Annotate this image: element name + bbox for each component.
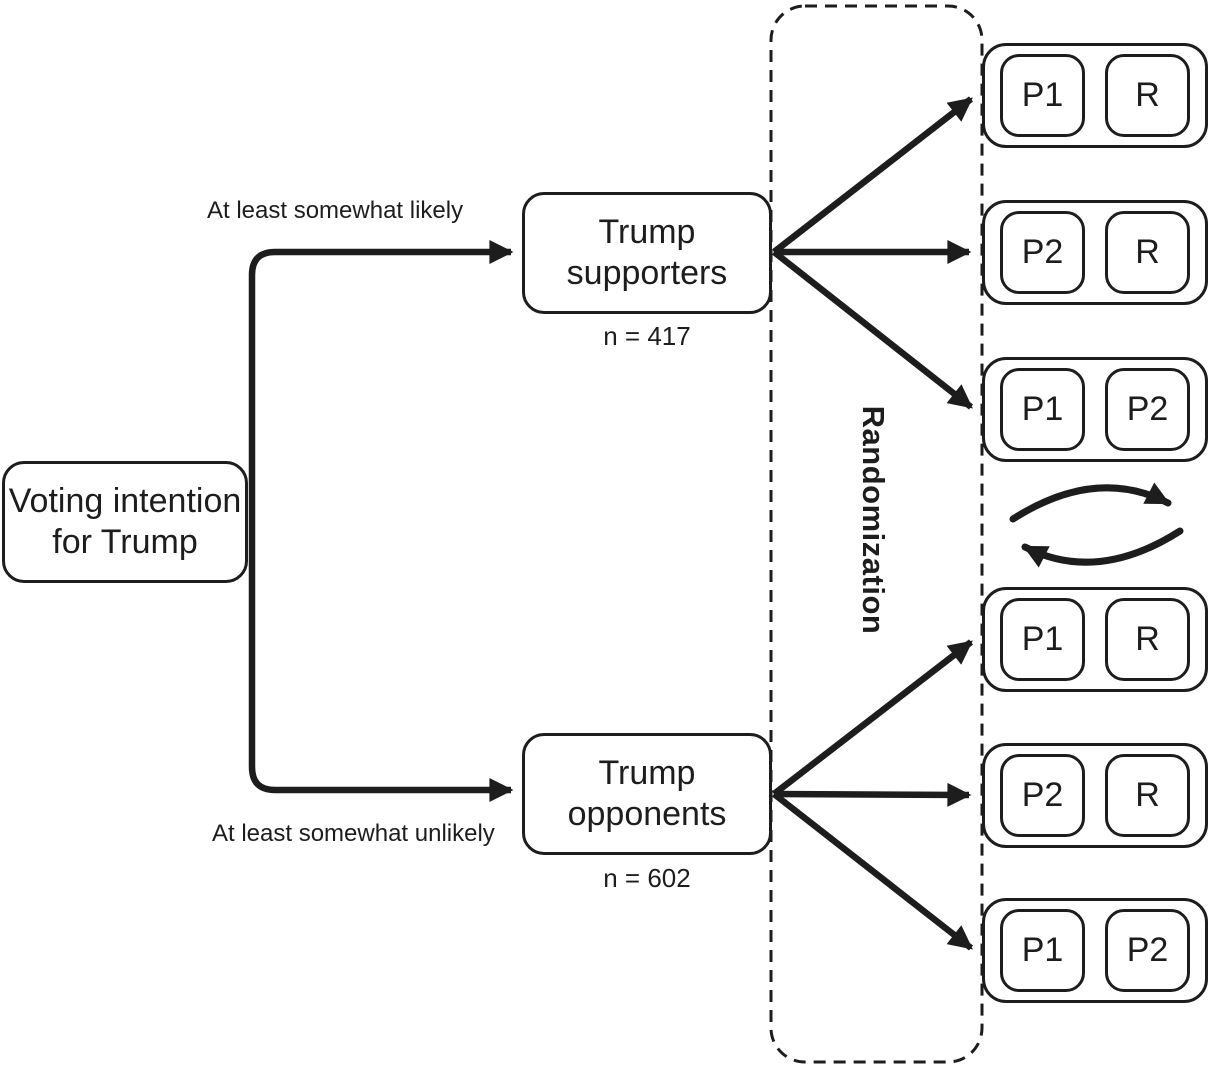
condition-box-opponents-p1-p2: P1 P2	[982, 898, 1208, 1003]
arrow-opponents-to-p1p2	[771, 791, 974, 951]
swap-arrow-top	[1009, 482, 1172, 523]
condition-cell: R	[1105, 754, 1190, 837]
condition-cell: P2	[1105, 368, 1190, 451]
randomization-dashed-region	[769, 4, 984, 1064]
condition-box-supporters-p2-r: P2 R	[982, 200, 1208, 305]
arrow-opponents-to-p2r	[773, 782, 972, 807]
condition-box-opponents-p2-r: P2 R	[982, 743, 1208, 848]
root-label-line2: for Trump	[52, 523, 198, 561]
opponents-node: Trump opponents	[522, 733, 772, 855]
condition-cell: P1	[1000, 368, 1085, 451]
randomization-label: Randomization	[856, 405, 891, 635]
opponents-label-line1: Trump	[598, 753, 696, 792]
condition-cell: R	[1105, 54, 1190, 137]
condition-box-opponents-p1-r: P1 R	[982, 587, 1208, 692]
root-node-voting-intention: Voting intention for Trump	[2, 461, 248, 583]
condition-cell: P2	[1000, 211, 1085, 294]
swap-arrow-bottom	[1021, 527, 1184, 568]
supporters-node: Trump supporters	[522, 192, 772, 314]
root-label-line1: Voting intention	[8, 481, 242, 520]
condition-cell: P2	[1105, 909, 1190, 992]
condition-cell: R	[1105, 598, 1190, 681]
arrow-supporters-to-p1r	[772, 96, 973, 255]
condition-cell: P1	[1000, 54, 1085, 137]
opponents-sample-size: n = 602	[603, 863, 691, 893]
branch-condition-unlikely: At least somewhat unlikely	[212, 820, 495, 847]
condition-cell: R	[1105, 211, 1190, 294]
branch-condition-likely: At least somewhat likely	[207, 197, 464, 224]
condition-cell: P1	[1000, 909, 1085, 992]
supporters-label-line1: Trump	[598, 212, 696, 251]
condition-cell: P1	[1000, 598, 1085, 681]
arrow-root-to-opponents	[248, 522, 514, 802]
opponents-label-line2: opponents	[567, 795, 727, 833]
condition-box-supporters-p1-r: P1 R	[982, 43, 1208, 148]
condition-box-supporters-p1-p2: P1 P2	[982, 357, 1208, 462]
arrow-supporters-to-p1p2	[771, 249, 974, 410]
arrow-opponents-to-p1r	[772, 639, 973, 797]
condition-cell: P2	[1000, 754, 1085, 837]
supporters-sample-size: n = 417	[603, 321, 691, 351]
supporters-label-line2: supporters	[566, 254, 728, 292]
arrow-root-to-supporters	[248, 240, 514, 522]
